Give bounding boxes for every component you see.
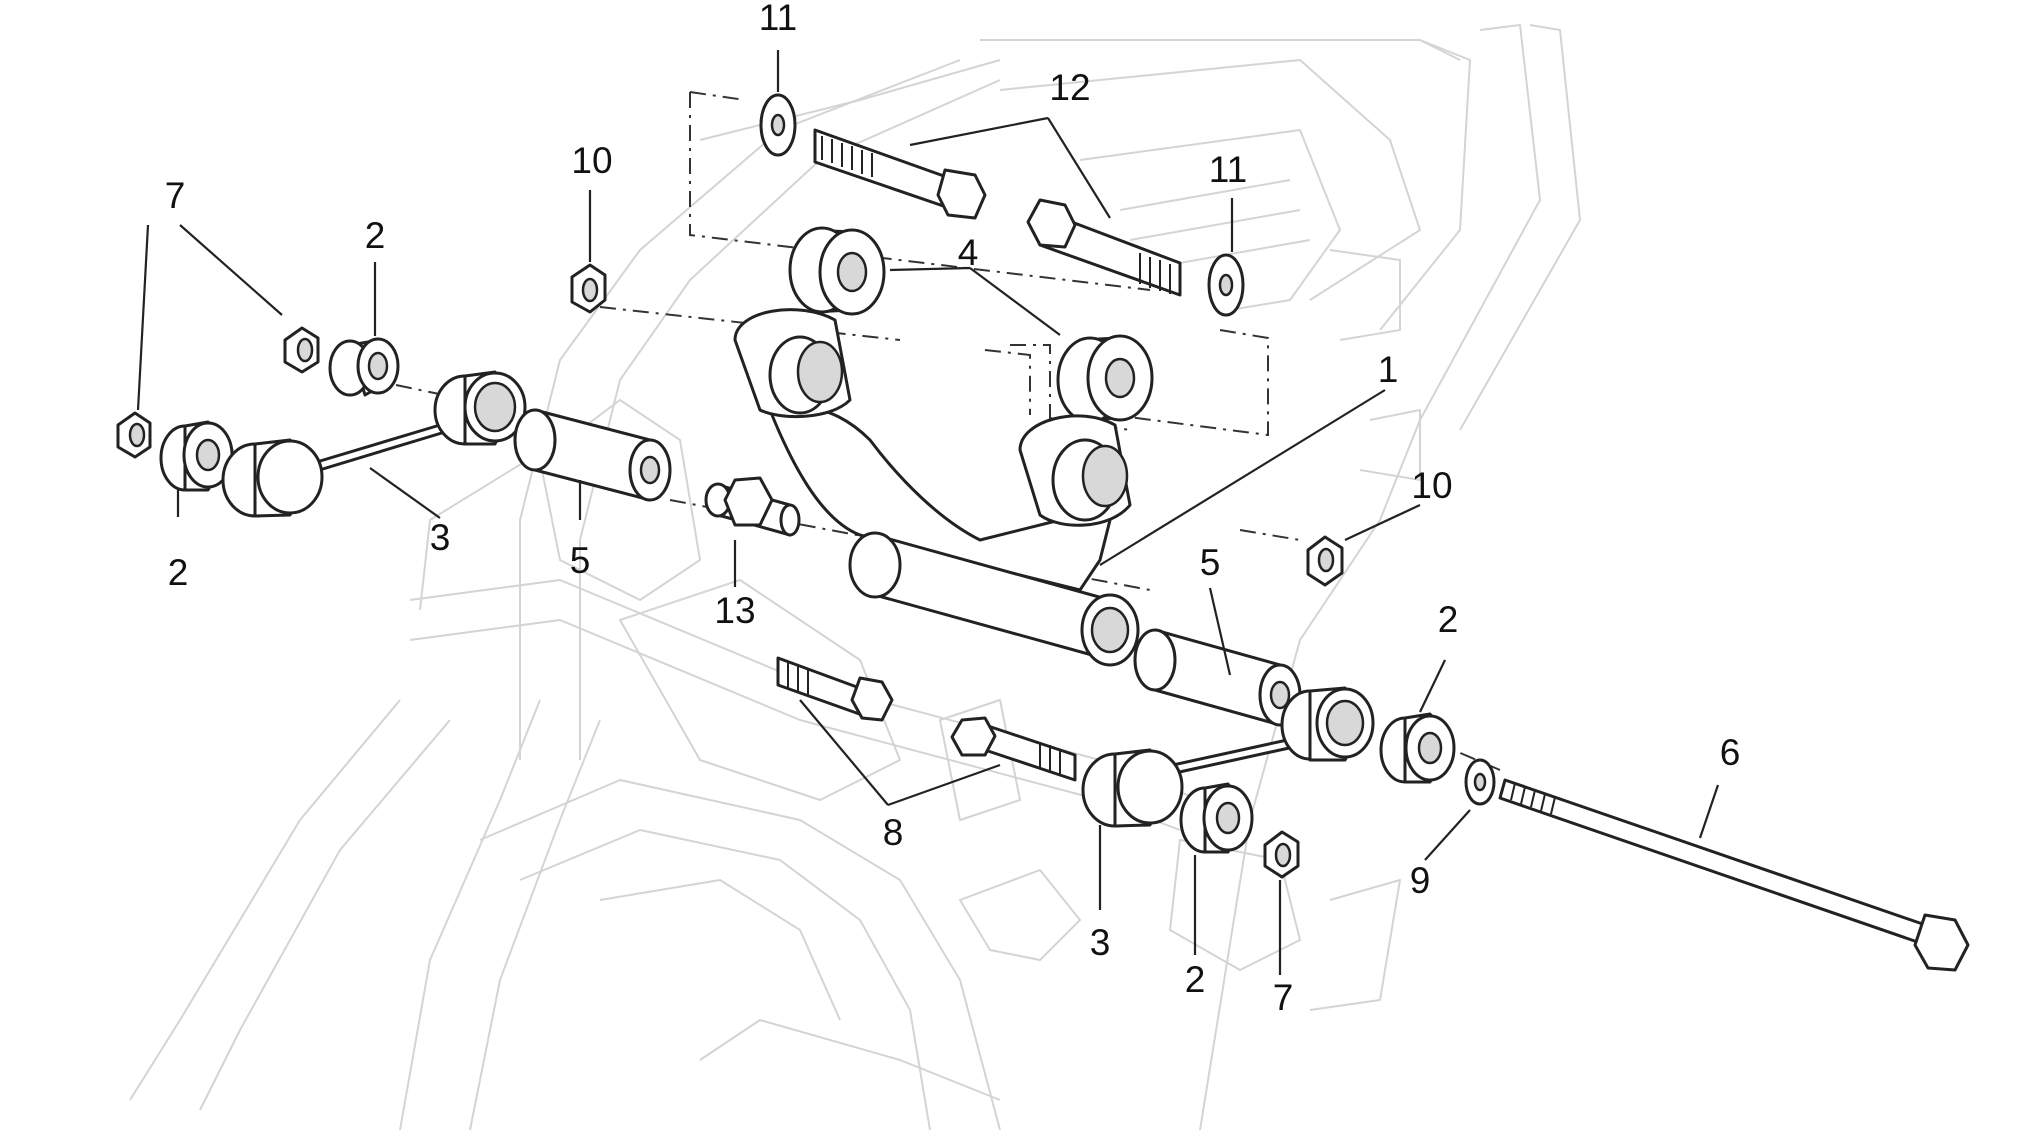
nut-7-left [116,411,152,459]
callout-3-lower: 3 [1090,922,1111,963]
link-3-upper [221,370,527,518]
bushing-4-right [1056,334,1154,424]
callout-5-upper: 5 [570,540,591,581]
washer-9 [1464,758,1496,806]
nut-7-lower [1263,830,1300,879]
callout-labels: 11 12 11 10 7 2 4 1 10 2 3 5 13 5 2 6 8 … [165,0,1741,1018]
bolt-6 [1498,778,1970,972]
callout-13: 13 [714,590,755,631]
washer-11-right [1207,253,1245,317]
link-3-lower [1081,686,1375,828]
spacer-5-upper [513,408,672,502]
washer-11-top [759,93,797,157]
callout-2-left: 2 [168,552,189,593]
callout-12: 12 [1049,67,1090,108]
bolt-8-upper [776,656,894,722]
spacer-5-lower [1133,628,1302,727]
callout-11-top: 11 [759,0,797,38]
callout-1: 1 [1378,349,1399,390]
stud-13 [704,476,801,537]
callout-2-right: 2 [1438,599,1459,640]
callout-5-lower: 5 [1200,542,1221,583]
nut-10-right [1306,535,1344,587]
callout-11-right: 11 [1209,149,1247,190]
bolt-8-lower [950,716,1077,782]
callout-10-right: 10 [1411,465,1452,506]
callout-2-upper: 2 [365,215,386,256]
bolt-12-upper [813,128,987,220]
leader-lines [136,50,1720,975]
parts [116,93,1970,972]
callout-8: 8 [883,812,904,853]
callout-7-lower: 7 [1273,977,1294,1018]
callout-2-lower: 2 [1185,959,1206,1000]
callout-10-upper: 10 [571,140,612,181]
callout-9: 9 [1410,860,1431,901]
bushing-2-lower-left [159,420,234,492]
bushing-2-lower [1179,782,1254,854]
callout-4: 4 [958,232,979,273]
bracket-1 [733,308,1140,667]
callout-6: 6 [1720,732,1741,773]
bushing-2-right [1379,712,1456,784]
bushing-4-left [788,226,886,316]
callout-7-upper: 7 [165,175,186,216]
callout-3-upper: 3 [430,517,451,558]
bushing-2-upper [328,337,400,397]
nut-7-upper [283,326,320,374]
nut-10-upper [570,263,607,314]
bolt-12-lower [1026,198,1182,297]
